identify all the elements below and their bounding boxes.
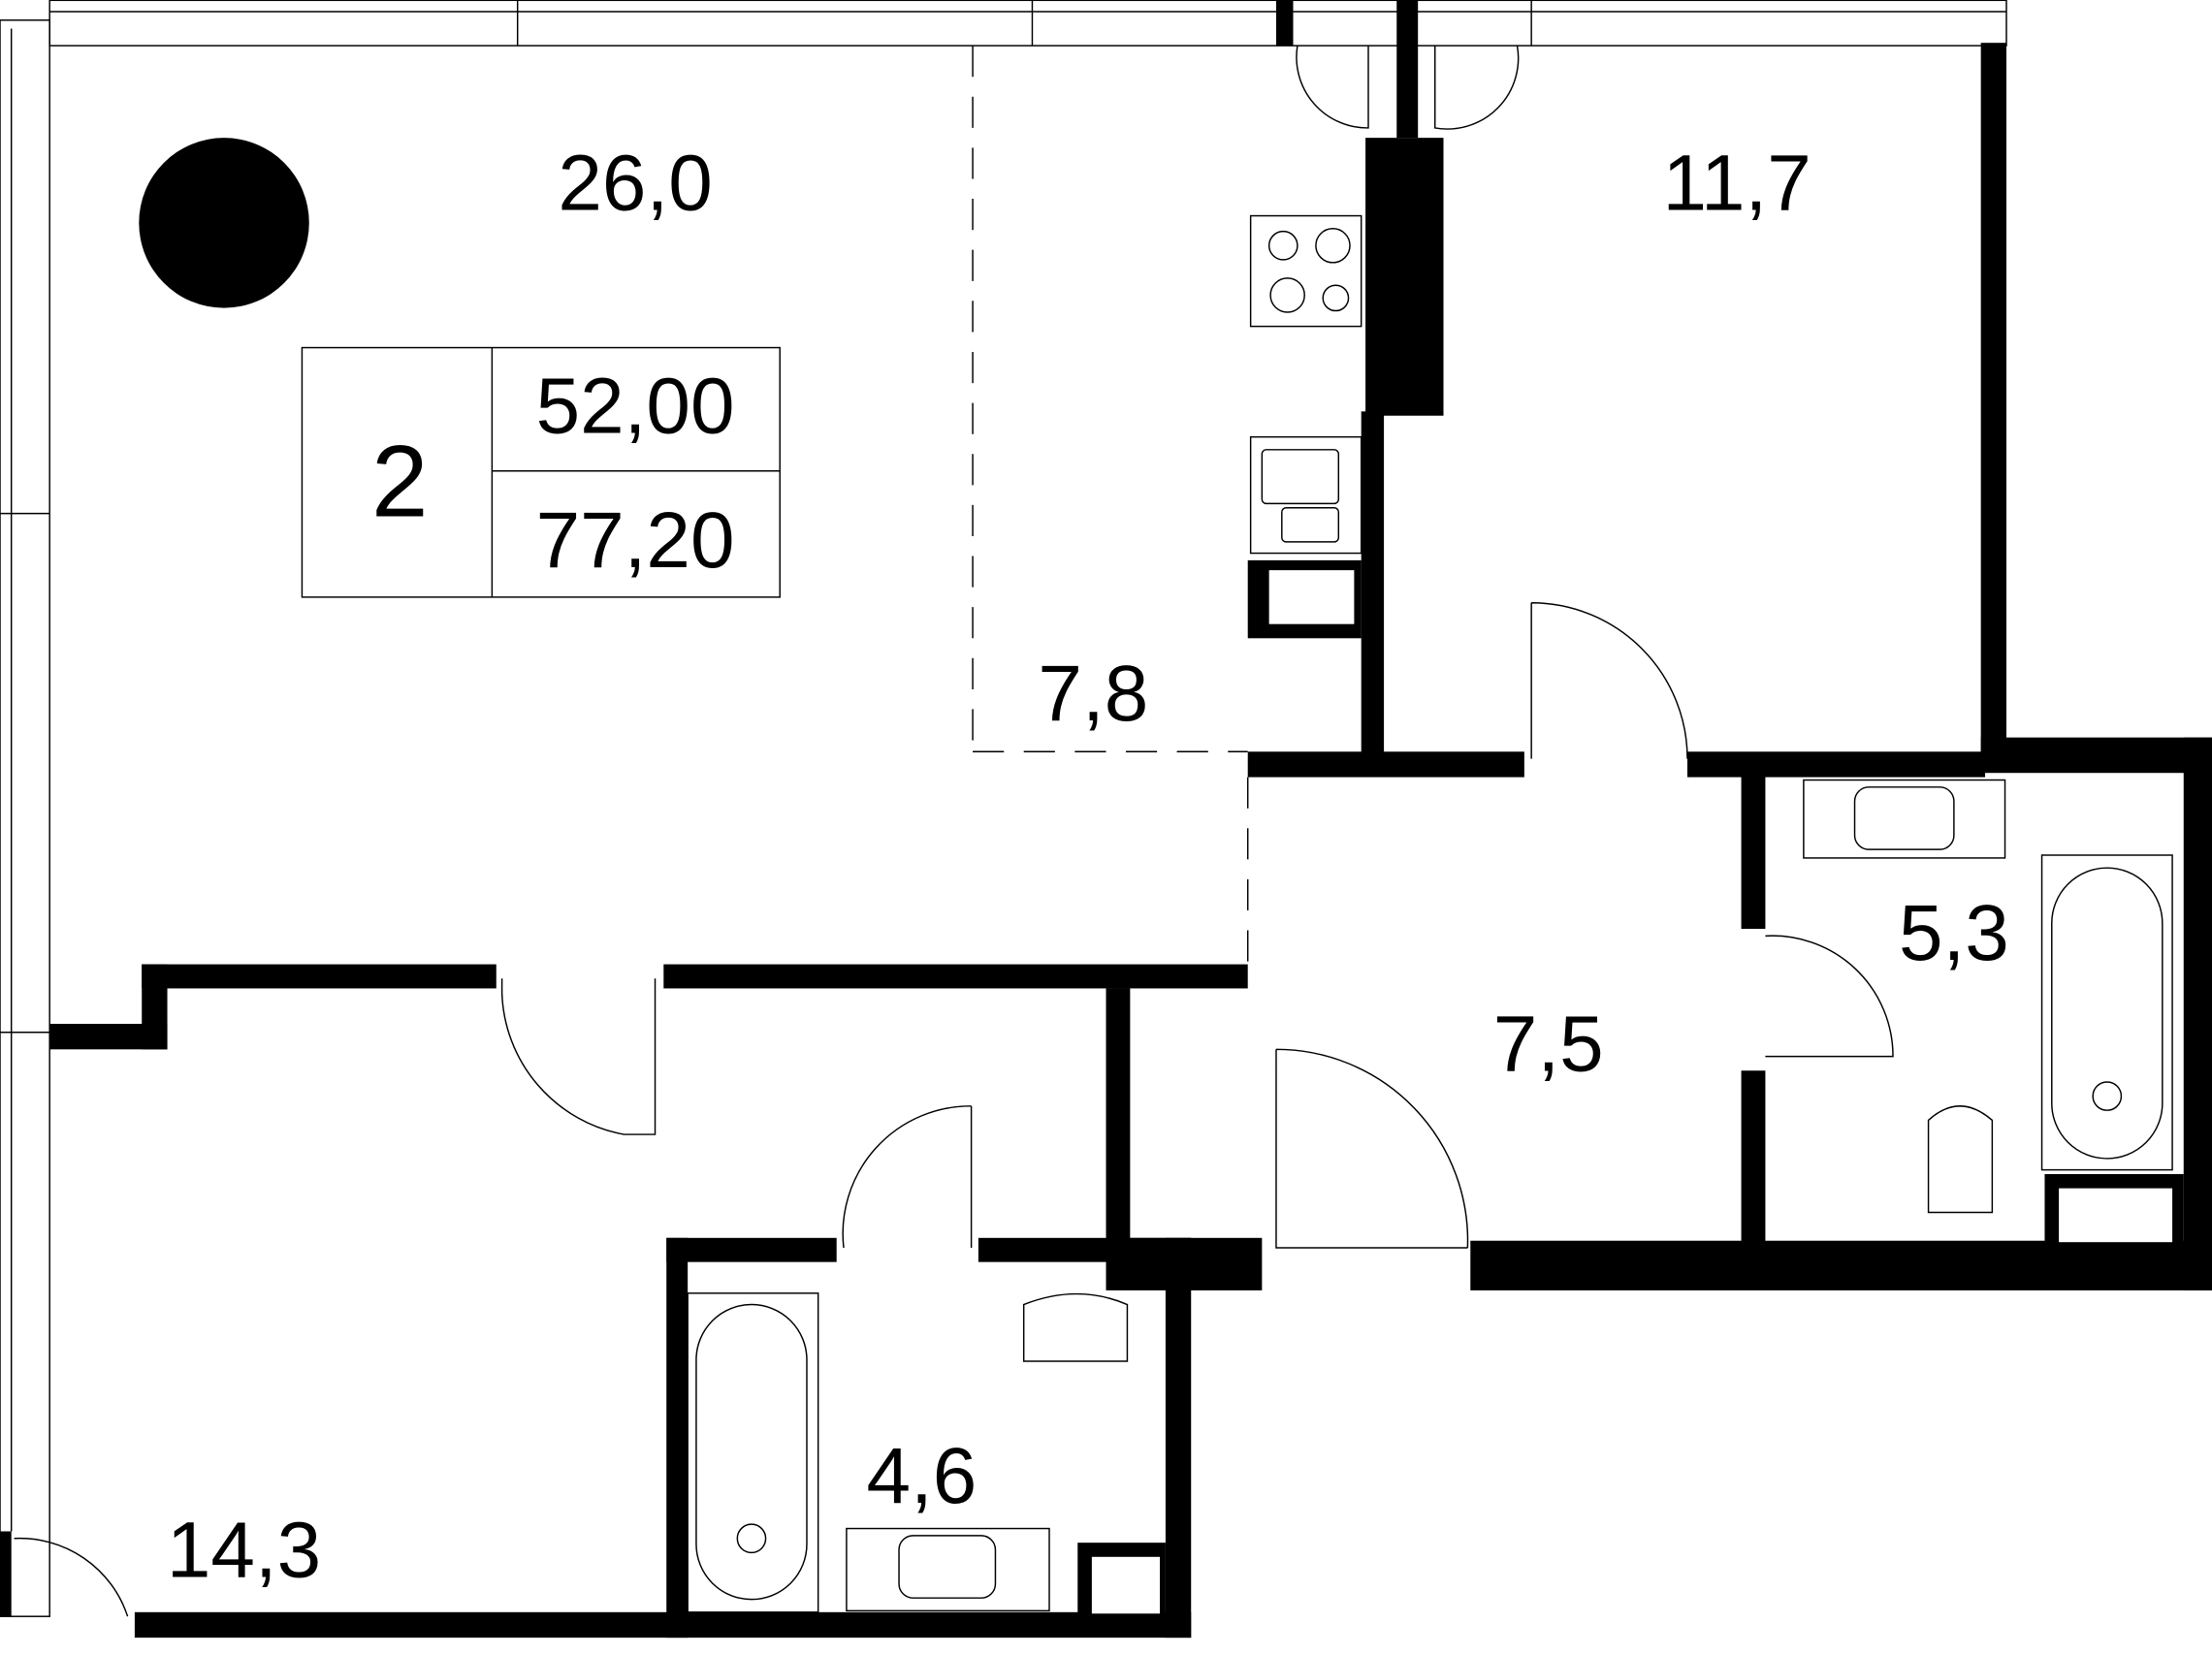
room-area-bedroom-top: 11,7 xyxy=(1663,140,1811,228)
rooms-count: 2 xyxy=(371,426,429,539)
toilet-icon xyxy=(1022,1292,1129,1362)
toilet-icon xyxy=(1927,1105,1994,1214)
fixtures xyxy=(687,214,2173,1613)
room-area-kitchen: 7,8 xyxy=(1038,650,1148,738)
washbasin-icon xyxy=(846,1527,1050,1612)
door-swing[interactable] xyxy=(500,978,657,1135)
kitchen-zone-boundary xyxy=(972,46,1249,965)
room-area-bathroom-bottom: 4,6 xyxy=(867,1432,978,1520)
windows xyxy=(0,0,2007,1617)
door-swing[interactable] xyxy=(1765,935,1894,1058)
door-swing[interactable] xyxy=(1530,602,1688,759)
room-area-hallway: 7,5 xyxy=(1493,1000,1604,1088)
bathtub-icon xyxy=(2040,854,2173,1171)
room-area-bedroom-bottom: 14,3 xyxy=(167,1506,321,1594)
room-area-bathroom-right: 5,3 xyxy=(1899,889,2009,977)
room-area-living: 26,0 xyxy=(558,140,712,228)
sink-icon xyxy=(1249,435,1362,555)
bathtub-icon xyxy=(687,1292,819,1613)
door-swing[interactable] xyxy=(1296,45,1520,130)
total-area: 77,20 xyxy=(536,496,735,585)
north-marker-icon xyxy=(139,138,309,308)
apartment-info-box: 2 52,00 77,20 xyxy=(301,346,781,598)
door-swing[interactable] xyxy=(1275,1048,1469,1249)
door-swing[interactable] xyxy=(842,1105,973,1249)
living-area: 52,00 xyxy=(536,362,735,450)
door-swing[interactable] xyxy=(14,1537,129,1617)
stove-icon xyxy=(1249,214,1362,328)
washbasin-icon xyxy=(1803,779,2006,859)
walls xyxy=(49,0,2212,1639)
doors xyxy=(14,45,1894,1617)
